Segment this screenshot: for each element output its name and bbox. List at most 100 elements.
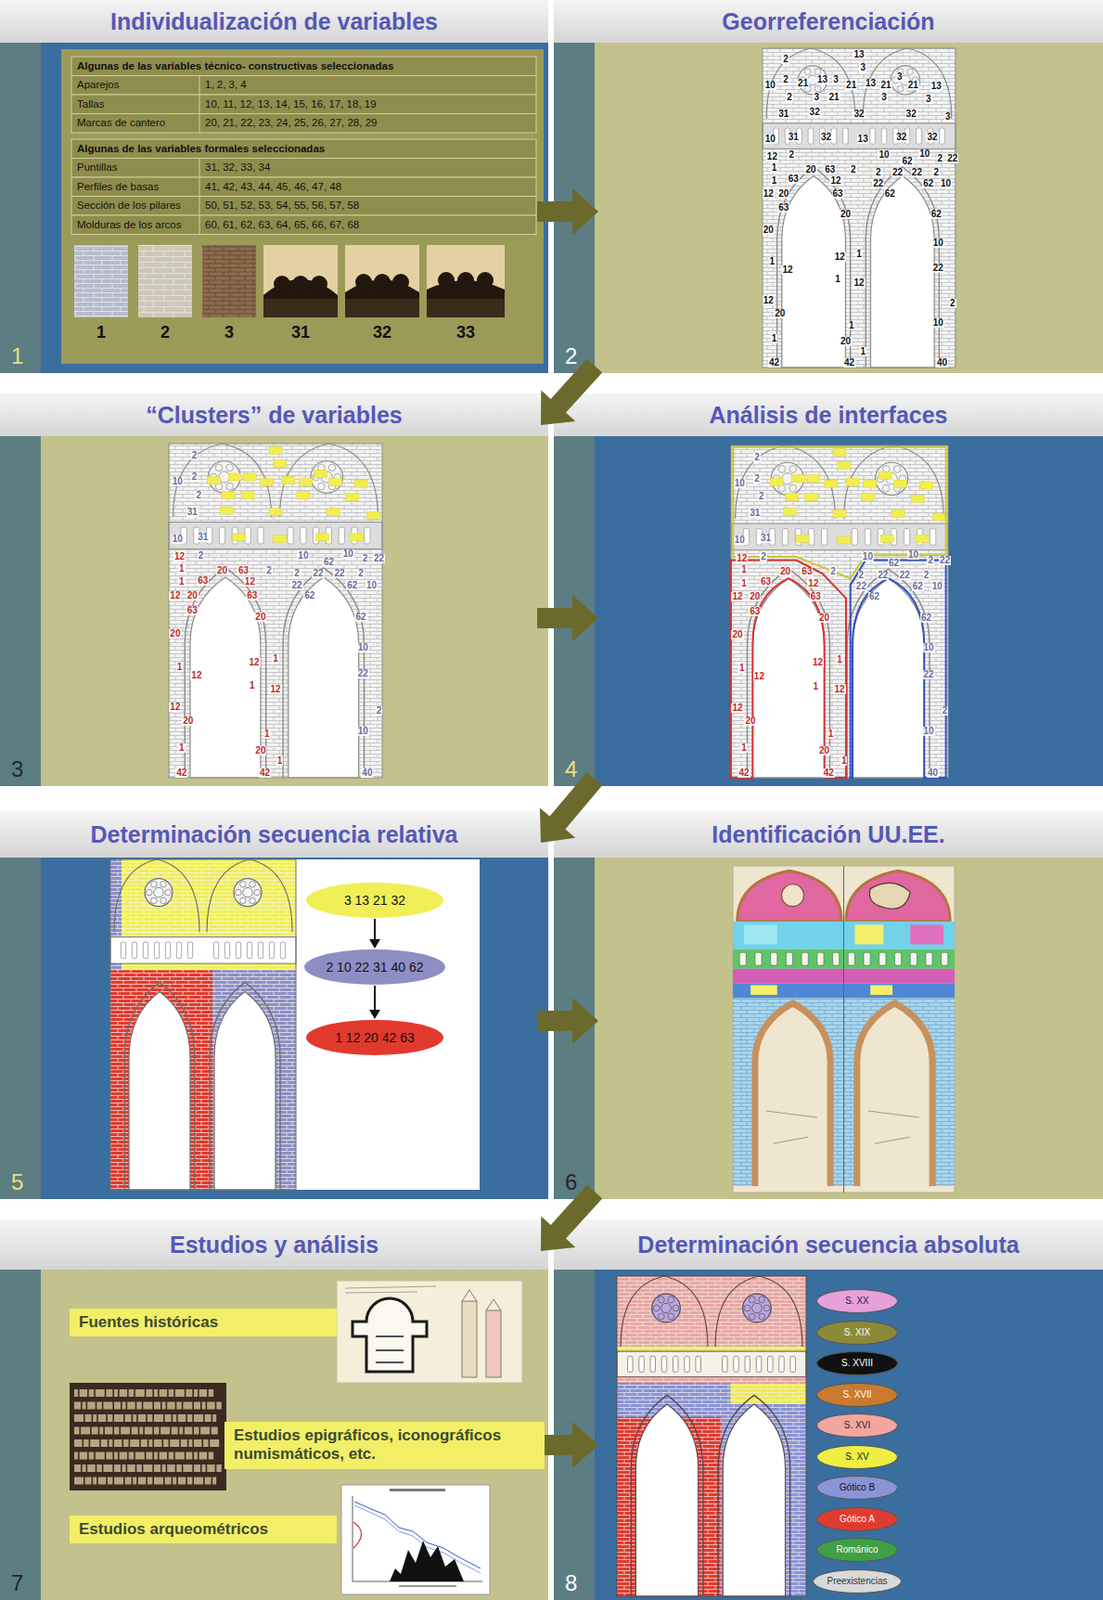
arch-lobe [292,275,309,293]
arch-lobe [392,273,410,291]
baluster-opening [833,951,840,965]
inscription-glyph [203,1438,209,1447]
variable-code: 22 [855,581,868,591]
rose-petal [328,463,336,472]
rose-petal [907,85,914,92]
variable-code: 20 [216,565,229,576]
baluster-opening [684,1355,691,1372]
inscription-glyph [165,1476,172,1485]
baluster-opening [756,528,762,546]
rose-centre [661,1302,672,1313]
variable-code: 10 [922,642,935,653]
source-box: Estudios epigráficos, iconográficos numi… [224,1421,545,1469]
variable-code: 63 [777,203,790,213]
baluster-opening [756,1355,762,1372]
inscription-glyph [160,1426,170,1435]
rose-petal [789,484,797,492]
variable-code: 1 [811,681,820,692]
table-cell: 50, 51, 52, 53, 54, 55, 56, 57, 58 [205,199,360,212]
inscription-glyph [89,1451,95,1460]
panel-header [0,393,549,437]
step-panel: 3 13 21 322 10 22 31 40 621 12 20 42 63D… [0,810,549,1199]
variable-code: 12 [731,703,744,713]
table-row [71,177,537,197]
arch-moulding [184,567,266,778]
inscription-glyph [202,1463,206,1472]
variable-code: 62 [930,209,943,219]
inscription-glyph [79,1451,89,1460]
variable-code: 63 [823,165,836,175]
cluster-tile [769,477,783,486]
baluster-opening [733,1355,740,1372]
variable-code: 21 [796,78,809,89]
variable-code: 1 [740,564,748,575]
baluster-opening [773,128,780,144]
table-cell: 1, 2, 3, 4 [205,78,247,91]
baluster-opening [722,1355,729,1372]
cluster-tile [894,479,908,488]
arch-opening [214,990,276,1190]
variable-code: 1 [859,346,867,357]
inscription-glyph [138,1476,147,1485]
variable-code: 22 [922,669,935,680]
arch-unit [755,1002,831,1186]
inscription-glyph [74,1401,81,1410]
chart-axes [352,1495,483,1581]
inscription-glyph [105,1451,113,1460]
step-panel: Fuentes históricasEstudios epigráficos, … [0,1218,549,1600]
variable-code: 42 [737,768,750,778]
cluster-tile [792,474,806,483]
variable-code: 12 [781,265,794,275]
ashlar-photo [74,244,129,318]
rose-petal [234,888,242,896]
chart-heading-mark [389,1487,446,1491]
cluster-tile [795,534,809,542]
cluster-tile [833,509,847,517]
rose-petal [240,897,247,904]
variable-code: 21 [827,92,840,103]
inscription-glyph [131,1426,139,1435]
panel-strip [0,42,41,373]
variable-code: 63 [237,565,250,576]
panel-body [0,42,549,373]
baluster-opening [176,941,181,959]
panel-body [0,1269,549,1600]
ellipse-text: S. XVIII [841,1357,873,1369]
ellipse-text: Gótico B [839,1481,875,1493]
baluster-opening [280,941,285,959]
inscription-glyph [159,1451,168,1460]
inscription-glyph [187,1413,193,1422]
inscription-glyph [147,1476,154,1485]
table-cell: Aparejos [76,78,119,91]
cluster-tile [282,476,295,485]
table-board [61,49,544,364]
inscription-glyph [132,1413,137,1422]
baluster-opening [639,1355,645,1372]
rose-petal [151,880,158,887]
table-cell: 20, 21, 22, 23, 24, 25, 26, 27, 28, 29 [205,116,377,129]
inscription-glyph [136,1463,142,1472]
inscription-glyph [122,1463,127,1472]
inscription-glyph [145,1388,153,1397]
variable-code: 63 [832,189,845,199]
variable-code: 12 [762,189,775,199]
arch-opening [857,1002,933,1186]
variable-code: 22 [891,167,904,178]
rose-petal [778,465,786,474]
variable-code: 10 [877,150,890,160]
inscription-glyph [199,1451,208,1460]
step-number: 5 [11,1170,24,1193]
wall-left [110,969,213,1190]
ellipse-text: Gótico A [839,1513,875,1525]
variable-code: 3 [859,63,867,73]
variable-code: 10 [931,581,944,591]
variable-code: 22 [938,555,951,565]
variable-code: 1 [248,680,257,691]
panel-header [553,1218,1103,1270]
baluster-opening [820,128,826,144]
table-row [71,139,537,159]
table-row [71,114,537,134]
variable-code: 13 [930,81,943,91]
variable-code: 12 [731,591,744,602]
variable-code: 22 [932,263,945,273]
